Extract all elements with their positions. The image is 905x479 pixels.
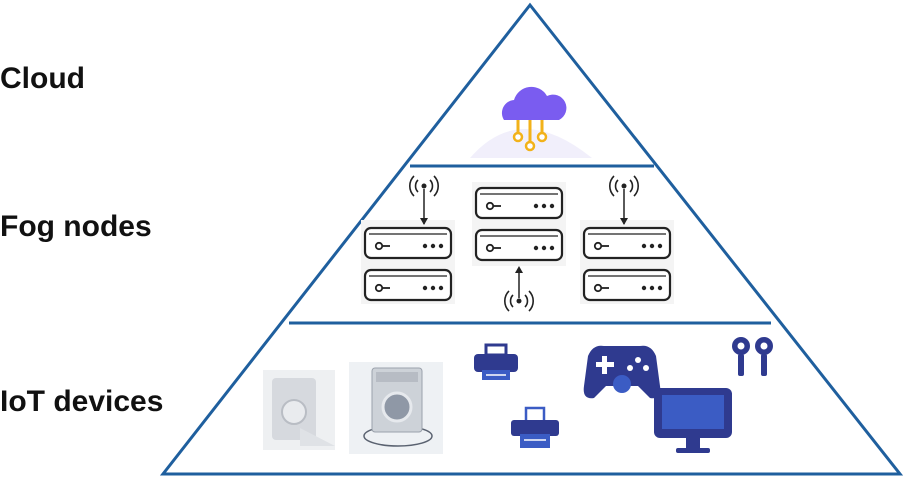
monitor-icon bbox=[654, 388, 732, 453]
pyramid-outline bbox=[159, 2, 904, 476]
washer-dryer-icon bbox=[263, 370, 335, 450]
server-rack-icon bbox=[472, 182, 566, 266]
gamepad-icon bbox=[583, 345, 661, 399]
label-cloud: Cloud bbox=[0, 62, 85, 95]
washing-machine-icon bbox=[349, 362, 443, 454]
printer-icon bbox=[511, 406, 559, 448]
antenna-signal-icon bbox=[608, 175, 640, 225]
server-rack-icon bbox=[580, 220, 674, 304]
label-fog-nodes: Fog nodes bbox=[0, 210, 152, 243]
antenna-signal-icon bbox=[408, 175, 440, 225]
antenna-signal-icon bbox=[503, 266, 535, 312]
earphones-icon bbox=[732, 337, 773, 376]
label-iot-devices: IoT devices bbox=[0, 385, 164, 418]
server-rack-icon bbox=[361, 220, 455, 304]
printer-icon bbox=[474, 343, 518, 380]
cloud-network-icon bbox=[470, 86, 592, 158]
